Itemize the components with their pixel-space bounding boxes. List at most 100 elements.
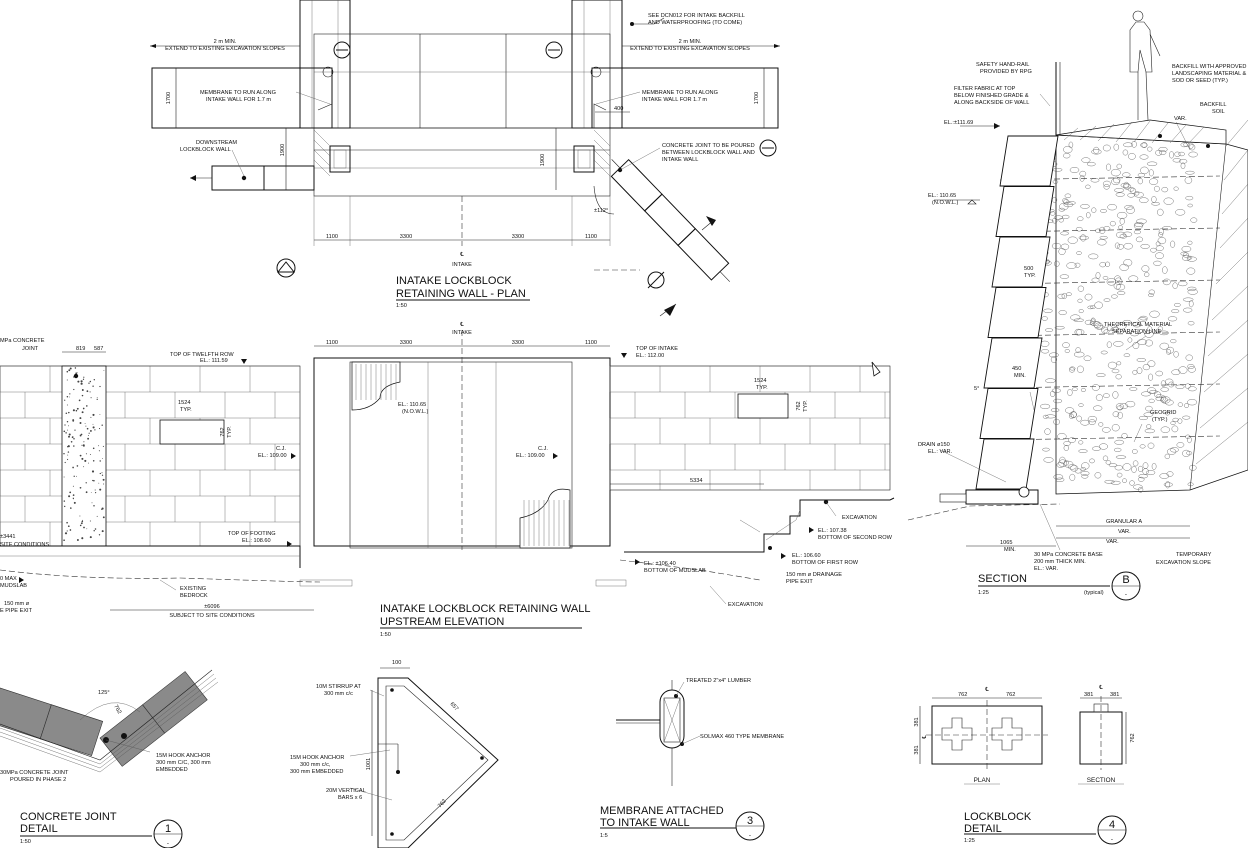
detail-2-reinforcement — [349, 667, 499, 848]
svg-text:500: 500 — [1024, 266, 1033, 272]
svg-text:℄: ℄ — [985, 686, 989, 693]
svg-text:EXTEND TO EXISTING EXCAVATION: EXTEND TO EXISTING EXCAVATION SLOPES — [630, 46, 750, 52]
svg-text:1001: 1001 — [366, 758, 372, 770]
svg-text:SECTION: SECTION — [1087, 777, 1116, 784]
svg-text:381: 381 — [1084, 692, 1093, 698]
svg-text:1:25: 1:25 — [964, 838, 975, 844]
elevation-annotations: ℄ INTAKE MPa CONCRETE JOINT 819 587 TOP … — [0, 321, 893, 638]
svg-text:VAR.: VAR. — [1174, 116, 1187, 122]
svg-text:1100: 1100 — [326, 234, 338, 240]
svg-text:TYP.: TYP. — [1024, 273, 1036, 279]
concrete-joint-column — [61, 365, 107, 547]
svg-text:30MPa CONCRETE JOINT: 30MPa CONCRETE JOINT — [0, 770, 69, 776]
svg-text:℄: ℄ — [460, 321, 464, 328]
svg-text:762: 762 — [437, 798, 448, 809]
section-title: SECTION — [978, 573, 1027, 585]
svg-text:INTAKE: INTAKE — [452, 262, 472, 268]
svg-text:BOTTOM OF FIRST ROW: BOTTOM OF FIRST ROW — [792, 560, 859, 566]
downstream-wall — [211, 165, 265, 191]
svg-text:1: 1 — [165, 823, 171, 835]
svg-text:C.J.: C.J. — [276, 446, 286, 452]
svg-text:PROVIDED BY RPG: PROVIDED BY RPG — [980, 69, 1032, 75]
svg-text:℄: ℄ — [460, 251, 464, 258]
svg-text:1524: 1524 — [178, 400, 190, 406]
svg-text:762: 762 — [958, 692, 967, 698]
svg-text:B: B — [1122, 574, 1129, 586]
svg-text:CONCRETE JOINT TO BE POURED: CONCRETE JOINT TO BE POURED — [662, 143, 755, 149]
svg-text:381: 381 — [914, 745, 920, 754]
svg-text:TOP OF FOOTING: TOP OF FOOTING — [228, 531, 276, 537]
svg-text:EL.: 108.60: EL.: 108.60 — [242, 538, 271, 544]
svg-text:3300: 3300 — [512, 234, 524, 240]
detail-4-annotations: 762 762 ℄ 381 381 ℄ 381 381 ℄ 762 PLAN S… — [914, 684, 1136, 844]
svg-text:819: 819 — [76, 346, 85, 352]
svg-text:℄: ℄ — [1099, 684, 1103, 691]
svg-text:1:50: 1:50 — [380, 632, 391, 638]
svg-text:PLAN: PLAN — [974, 777, 991, 784]
svg-text:SITE CONDITIONS: SITE CONDITIONS — [0, 542, 49, 548]
svg-text:EL.: 107.38: EL.: 107.38 — [818, 528, 847, 534]
svg-text:INTAKE WALL FOR 1.7 m: INTAKE WALL FOR 1.7 m — [642, 97, 707, 103]
svg-text:UPSTREAM ELEVATION: UPSTREAM ELEVATION — [380, 616, 504, 628]
svg-text:DOWNSTREAM: DOWNSTREAM — [196, 140, 237, 146]
svg-text:(TYP.): (TYP.) — [1152, 417, 1168, 423]
section-marker-right — [545, 41, 563, 59]
svg-text:762: 762 — [112, 704, 122, 715]
svg-text:TO INTAKE WALL: TO INTAKE WALL — [600, 817, 690, 829]
svg-text:EL.: 112.00: EL.: 112.00 — [636, 353, 664, 359]
svg-text:SEE DCN012 FOR INTAKE BACKFILL: SEE DCN012 FOR INTAKE BACKFILL — [648, 13, 745, 19]
svg-text:EMBEDDED: EMBEDDED — [156, 767, 188, 773]
svg-text:±6096: ±6096 — [204, 604, 220, 610]
svg-text:300 mm C/C, 300 mm: 300 mm C/C, 300 mm — [156, 760, 211, 766]
svg-text:LANDSCAPING MATERIAL &: LANDSCAPING MATERIAL & — [1172, 71, 1247, 77]
detail-2-annotations: 10M STIRRUP AT 300 mm c/c 15M HOOK ANCHO… — [290, 660, 459, 809]
svg-text:BOTTOM OF MUDSLAB: BOTTOM OF MUDSLAB — [644, 568, 706, 574]
detail-1-annotations: 125° 762 15M HOOK ANCHOR 300 mm C/C, 300… — [0, 690, 211, 847]
svg-text:300 mm EMBEDDED: 300 mm EMBEDDED — [290, 769, 343, 775]
svg-text:BELOW FINISHED GRADE &: BELOW FINISHED GRADE & — [954, 93, 1029, 99]
svg-text:C.J.: C.J. — [538, 446, 548, 452]
svg-text:ALONG BACKSIDE OF WALL: ALONG BACKSIDE OF WALL — [954, 100, 1029, 106]
detail-3-title: MEMBRANE ATTACHED — [600, 805, 724, 817]
svg-text:BETWEEN LOCKBLOCK WALL AND: BETWEEN LOCKBLOCK WALL AND — [662, 150, 755, 156]
intake-box — [313, 33, 611, 129]
svg-text:EXCAVATION SLOPE: EXCAVATION SLOPE — [1156, 560, 1211, 566]
svg-text:EXCAVATION: EXCAVATION — [842, 515, 877, 521]
svg-text:1:50: 1:50 — [20, 839, 31, 845]
svg-text:1:50: 1:50 — [396, 303, 407, 309]
svg-text:FILTER FABRIC AT TOP: FILTER FABRIC AT TOP — [954, 86, 1016, 92]
svg-text:TYP.: TYP. — [803, 400, 809, 412]
svg-text:762: 762 — [220, 427, 226, 436]
svg-text:TYP.: TYP. — [180, 407, 192, 413]
svg-text:300 mm c/c,: 300 mm c/c, — [300, 762, 331, 768]
svg-text:1065: 1065 — [1000, 540, 1012, 546]
svg-text:2 m MIN.: 2 m MIN. — [214, 39, 237, 45]
svg-text:SUBJECT TO SITE CONDITIONS: SUBJECT TO SITE CONDITIONS — [169, 613, 254, 619]
svg-text:381: 381 — [1110, 692, 1119, 698]
svg-text:MPa CONCRETE: MPa CONCRETE — [0, 338, 45, 344]
svg-text:BEDROCK: BEDROCK — [180, 593, 208, 599]
svg-text:BACKFILL: BACKFILL — [1200, 102, 1226, 108]
detail-3-membrane — [600, 680, 765, 841]
svg-text:SOIL: SOIL — [1212, 109, 1225, 115]
svg-text:POURED IN PHASE 2: POURED IN PHASE 2 — [10, 777, 66, 783]
side-wall-right — [591, 67, 779, 129]
svg-text:DRAIN ø150: DRAIN ø150 — [918, 442, 950, 448]
svg-text:1:25: 1:25 — [978, 590, 989, 596]
elevation-wall-left — [0, 365, 301, 547]
svg-text:VAR.: VAR. — [1106, 539, 1119, 545]
svg-text:BOTTOM OF SECOND ROW: BOTTOM OF SECOND ROW — [818, 535, 893, 541]
svg-text:400: 400 — [614, 106, 623, 112]
svg-text:(N.O.W.L.): (N.O.W.L.) — [402, 409, 429, 415]
svg-text:TEMPORARY: TEMPORARY — [1176, 552, 1212, 558]
section-annotations: SAFETY HAND-RAIL PROVIDED BY RPG FILTER … — [918, 62, 1247, 598]
svg-text:3: 3 — [747, 815, 753, 827]
plan-view — [150, 0, 780, 317]
detail-1-title: CONCRETE JOINT — [20, 811, 117, 823]
svg-text:DETAIL: DETAIL — [964, 823, 1002, 835]
svg-text:762: 762 — [796, 401, 802, 410]
svg-text:15M HOOK ANCHOR: 15M HOOK ANCHOR — [290, 755, 344, 761]
svg-text:LOCKBLOCK WALL: LOCKBLOCK WALL — [180, 147, 231, 153]
intake-wall-left — [299, 0, 351, 129]
